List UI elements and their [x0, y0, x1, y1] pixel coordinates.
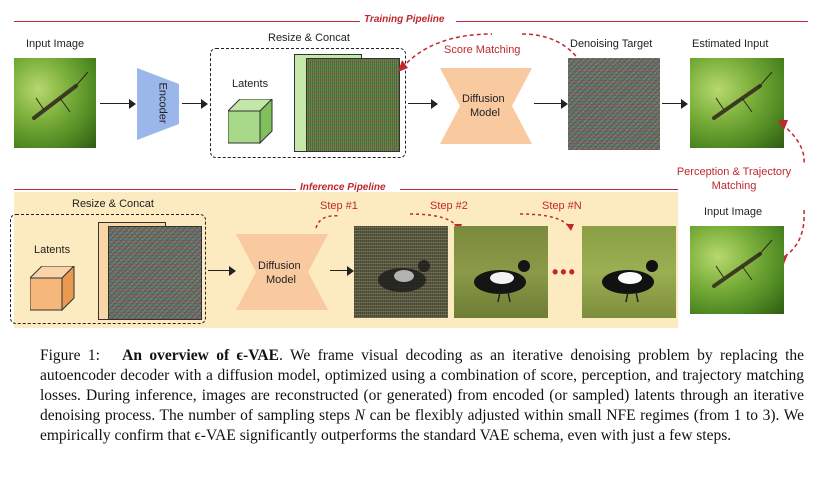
step-arrows: [315, 213, 574, 231]
noisy-image-latent: [306, 58, 400, 152]
caption-eps-vae: ϵ-VAE: [194, 427, 236, 444]
input-image-label-right: Input Image: [704, 206, 763, 218]
caption-var-n: N: [354, 407, 365, 424]
estimated-input-image: [690, 58, 784, 148]
arrow-head: [347, 266, 354, 276]
step-n-image: [582, 226, 676, 318]
input-image: [14, 58, 96, 148]
diffusion-label: Diffusion: [462, 93, 505, 105]
latent-cube: [228, 99, 273, 145]
step-2-image: [454, 226, 548, 318]
inference-model-label: Model: [266, 274, 296, 286]
inference-latent-cube: [30, 266, 75, 312]
inference-line-left: [14, 189, 296, 191]
inference-diffusion-label: Diffusion: [258, 260, 301, 272]
ellipsis-dots: •••: [552, 262, 577, 282]
caption-text-2: can be flexibly adjusted within small NF…: [40, 407, 804, 444]
arrow-input-to-encoder: [100, 103, 130, 105]
arrow-head: [431, 99, 438, 109]
estimated-input-label: Estimated Input: [692, 38, 769, 50]
denoising-target-label: Denoising Target: [570, 38, 653, 50]
latents-label: Latents: [232, 78, 269, 90]
inference-resize-label: Resize & Concat: [72, 198, 154, 210]
perception-label-line2: Matching: [711, 180, 757, 192]
training-line-right: [456, 21, 808, 23]
caption-bold-title: An overview of ϵ-VAE: [122, 347, 279, 364]
bird-icon: [602, 260, 658, 303]
arrow-head: [229, 266, 236, 276]
input-image-label: Input Image: [26, 38, 85, 50]
inference-latents-label: Latents: [34, 244, 71, 256]
step-1-image: [354, 226, 448, 318]
step-n-label: Step #N: [542, 200, 582, 212]
score-matching-label: Score Matching: [444, 44, 521, 56]
arrow-inf-diffusion-to-step1: [330, 270, 348, 272]
inference-noise-image: [108, 226, 202, 320]
caption-prefix: Figure 1:: [40, 347, 100, 364]
inference-pipeline-title: Inference Pipeline: [300, 182, 386, 193]
bird-icon: [474, 260, 530, 303]
insect-icon: [712, 71, 773, 120]
figure-caption: Figure 1: An overview of ϵ-VAE. We frame…: [40, 346, 804, 446]
arrow-head: [561, 99, 568, 109]
arrow-target-to-estimated: [662, 103, 682, 105]
step-1-label: Step #1: [320, 200, 358, 212]
input-image-right: [690, 226, 784, 314]
inference-line-right: [400, 189, 678, 191]
training-line-left: [14, 21, 360, 23]
perception-label-line1: Perception & Trajectory: [676, 166, 792, 178]
arrow-head: [129, 99, 136, 109]
encoder-block: [137, 68, 179, 140]
insect-icon: [712, 239, 773, 288]
training-pipeline-title: Training Pipeline: [364, 14, 445, 25]
insect-icon: [32, 71, 89, 120]
denoising-target-image: [568, 58, 660, 150]
arrow-encoder-to-latents: [182, 103, 202, 105]
arrow-latents-to-diffusion: [408, 103, 432, 105]
arrow-diffusion-to-target: [534, 103, 562, 105]
resize-concat-box: [210, 48, 406, 158]
resize-concat-label: Resize & Concat: [268, 32, 350, 44]
arrow-head: [201, 99, 208, 109]
arrow-inf-latents-to-diffusion: [208, 270, 230, 272]
model-label: Model: [470, 107, 500, 119]
caption-text-3: significantly outperforms the standard V…: [235, 427, 732, 444]
figure: Training Pipeline Inference Pipeline Inp…: [10, 14, 808, 328]
diffusion-model-block: [440, 68, 532, 144]
step-2-label: Step #2: [430, 200, 468, 212]
inference-resize-box: [10, 214, 206, 324]
encoder-label: Encoder: [156, 82, 169, 124]
inference-diffusion-block: [236, 234, 328, 310]
bird-icon: [378, 260, 430, 292]
arrow-head: [681, 99, 688, 109]
caption-text-1: . We frame visual decoding as an iterati…: [40, 347, 805, 424]
